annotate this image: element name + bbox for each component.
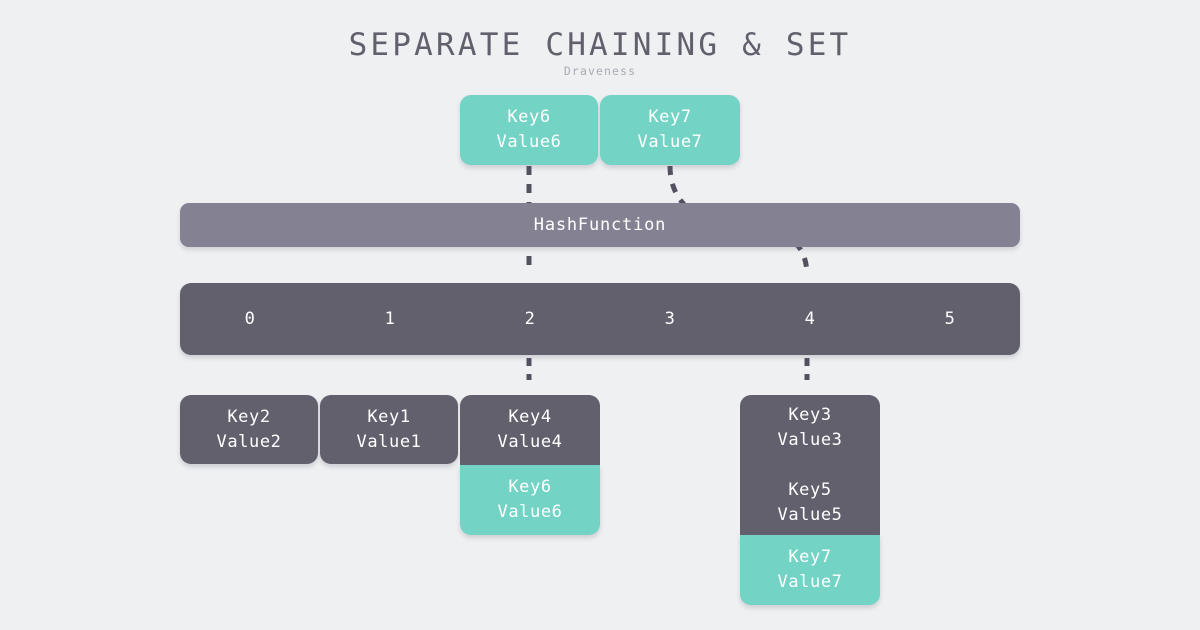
chain-node-key3-key5-label: Key3 Value3 Key5 Value5 [777, 404, 843, 525]
chain-node-key4: Key4 Value4 [460, 395, 600, 465]
chain-node-key1: Key1 Value1 [320, 395, 458, 464]
hash-function-bar: HashFunction [180, 203, 1020, 247]
bucket-slot-1[interactable]: 1 [320, 283, 460, 355]
chain-node-key7-new: Key7 Value7 [740, 535, 880, 605]
page-subtitle: Draveness [563, 64, 637, 78]
chain-node-key6-new: Key6 Value6 [460, 465, 600, 535]
bucket-slot-4-label: 4 [804, 309, 816, 329]
chain-node-key3-key5: Key3 Value3 Key5 Value5 [740, 395, 880, 535]
bucket-slot-5[interactable]: 5 [880, 283, 1020, 355]
chain-node-key7-new-label: Key7 Value7 [777, 547, 843, 592]
incoming-entry-key6: Key6 Value6 [460, 95, 598, 165]
incoming-entry-key6-label: Key6 Value6 [496, 107, 562, 152]
bucket-slot-5-label: 5 [944, 309, 956, 329]
hash-function-label: HashFunction [533, 215, 667, 235]
bucket-array-bar: 0 1 2 3 4 5 [180, 283, 1020, 355]
bucket-slot-1-label: 1 [384, 309, 396, 329]
chain-node-key2: Key2 Value2 [180, 395, 318, 464]
incoming-entry-key7-label: Key7 Value7 [637, 107, 703, 152]
bucket-slot-4[interactable]: 4 [740, 283, 880, 355]
bucket-slot-0[interactable]: 0 [180, 283, 320, 355]
chain-node-key2-label: Key2 Value2 [216, 406, 282, 452]
bucket-slot-2[interactable]: 2 [460, 283, 600, 355]
incoming-entry-key7: Key7 Value7 [600, 95, 740, 165]
bucket-slot-2-label: 2 [524, 309, 536, 329]
chain-node-key6-new-label: Key6 Value6 [497, 477, 563, 522]
chain-node-key1-label: Key1 Value1 [356, 406, 422, 452]
bucket-slot-0-label: 0 [244, 309, 256, 329]
bucket-slot-3-label: 3 [664, 309, 676, 329]
page-title: SEPARATE CHAINING & SET [348, 27, 852, 63]
bucket-slot-3[interactable]: 3 [600, 283, 740, 355]
chain-node-key4-label: Key4 Value4 [497, 407, 563, 452]
